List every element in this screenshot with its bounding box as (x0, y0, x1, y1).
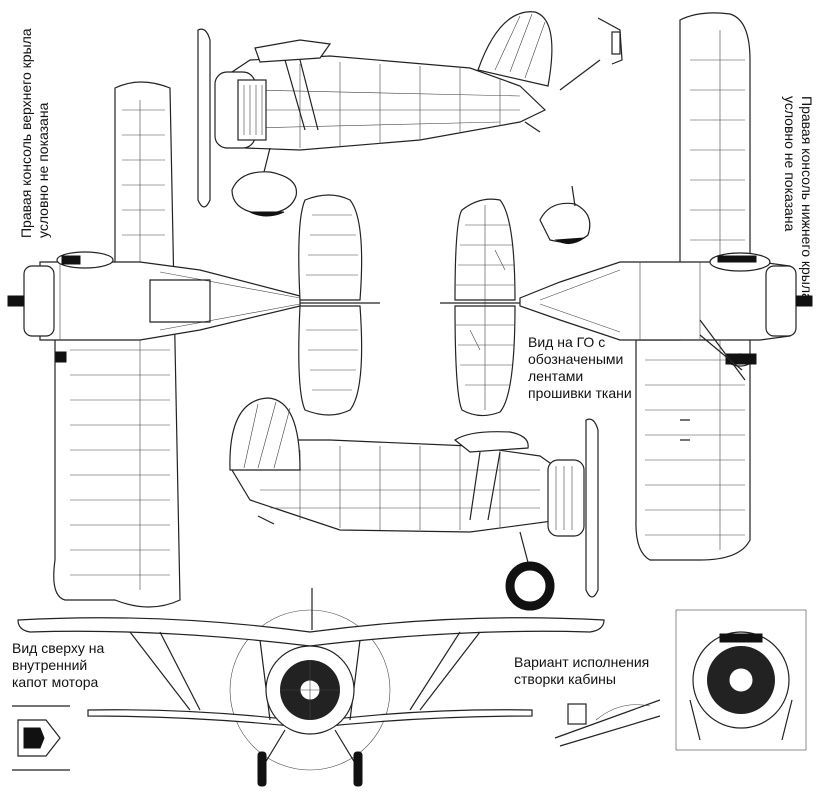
plan-view-bottom (519, 12, 813, 561)
cowling-detail (12, 705, 70, 771)
cowling-note: Вид сверху на внутренний капот мотора (12, 640, 105, 690)
cockpit-door-detail (554, 699, 661, 747)
top-wing-note: Правая консоль верхнего крыла условно не… (18, 28, 51, 238)
strut-detail (559, 17, 623, 91)
cockpit-note: Вариант исполнения створки кабины (514, 654, 650, 687)
tailplane-note: Вид на ГО с обозначеными лентами прошивк… (528, 334, 632, 401)
front-view (17, 588, 605, 787)
side-view-middle (229, 397, 599, 611)
engine-front-detail (675, 609, 807, 751)
bottom-wing-note: Правая консоль нижнего крыла условно не … (782, 96, 815, 301)
tailplane-view (440, 185, 591, 417)
plan-view-top (7, 81, 380, 608)
side-view-top (197, 11, 553, 217)
